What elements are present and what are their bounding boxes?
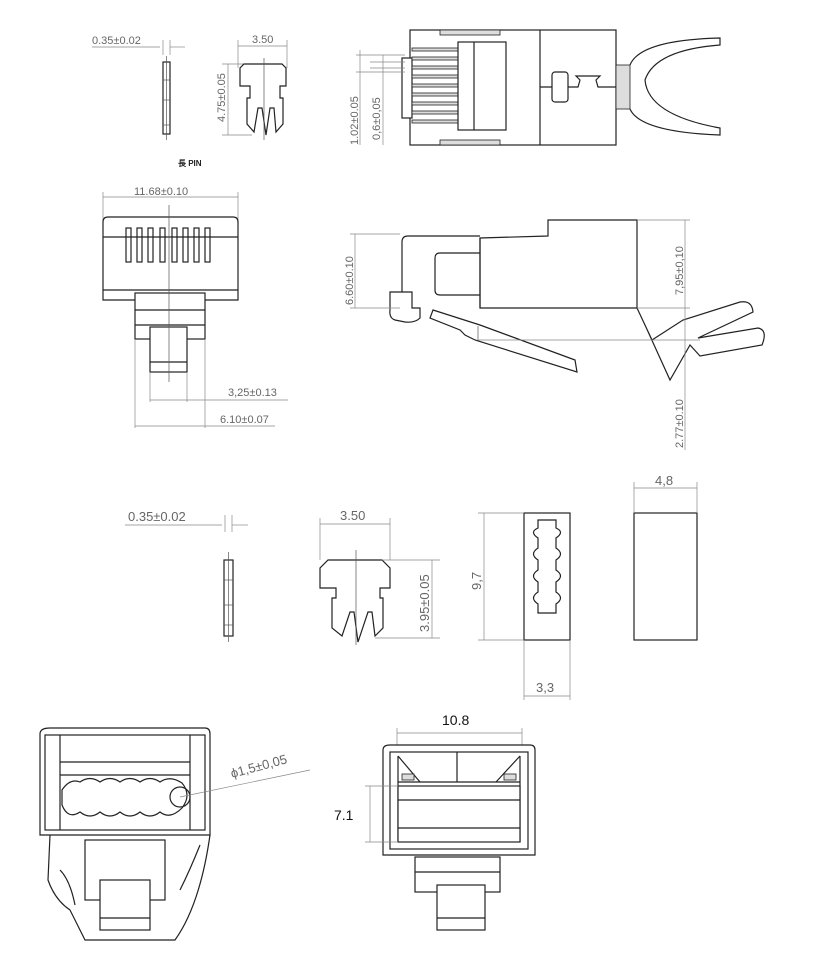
long-pin-height-label: 4.75±0.05 — [216, 73, 228, 122]
top-view: 1.02±0.05 0,6±0,05 — [349, 29, 721, 146]
short-pin-height-label: 3.95±0.05 — [417, 574, 432, 632]
short-pin-thickness-label: 0.35±0.02 — [128, 509, 186, 524]
long-pin-thickness-label: 0.35±0.02 — [92, 35, 141, 47]
short-pin-front-view: 3.50 3.95±0.05 — [319, 508, 440, 645]
side-view: 6.60±0.10 7,95±0,10 2.77±0.10 — [344, 219, 765, 450]
short-pin-side-view: 0.35±0.02 — [125, 509, 248, 642]
long-pin-width-label: 3.50 — [252, 34, 273, 46]
body-height-label: 6.60±0.10 — [344, 256, 356, 305]
front-width-label: 11.68±0.10 — [134, 186, 188, 198]
latch-base-width-label: 6.10±0.07 — [220, 414, 269, 426]
cable-entry-view: ϕ1,5±0,05 — [39, 727, 311, 941]
total-height-label: 7,95±0,10 — [674, 246, 686, 295]
long-pin-side-view: 0.35±0.02 — [92, 35, 185, 140]
load-bar-depth-label: 4,8 — [655, 473, 673, 488]
load-bar-length-label: 9,7 — [469, 572, 484, 590]
load-bar-side-view: 4,8 — [633, 473, 698, 641]
pitch-label: 1.02±0.05 — [349, 96, 361, 145]
rear-view: 10.8 7.1 — [334, 712, 536, 931]
long-pin-caption: 長 PIN — [178, 159, 202, 168]
contact-width-label: 0,6±0,05 — [371, 97, 383, 140]
long-pin-front-view: 3.50 4.75±0.05 長 PIN — [178, 34, 288, 168]
front-view: 11.68±0.10 3,25±0.13 6.10±0.07 — [102, 186, 288, 428]
short-pin-width-label: 3.50 — [340, 508, 365, 523]
load-bar-front-view: 9,7 3,3 — [469, 512, 571, 700]
contact-blades — [411, 47, 459, 124]
contact-slots — [125, 227, 211, 263]
boot-offset-label: 2.77±0.10 — [674, 399, 686, 448]
load-bar-width-label: 3,3 — [536, 680, 554, 695]
rear-height-label: 7.1 — [334, 807, 354, 823]
latch-width-label: 3,25±0.13 — [228, 387, 277, 399]
rear-width-label: 10.8 — [442, 712, 469, 728]
